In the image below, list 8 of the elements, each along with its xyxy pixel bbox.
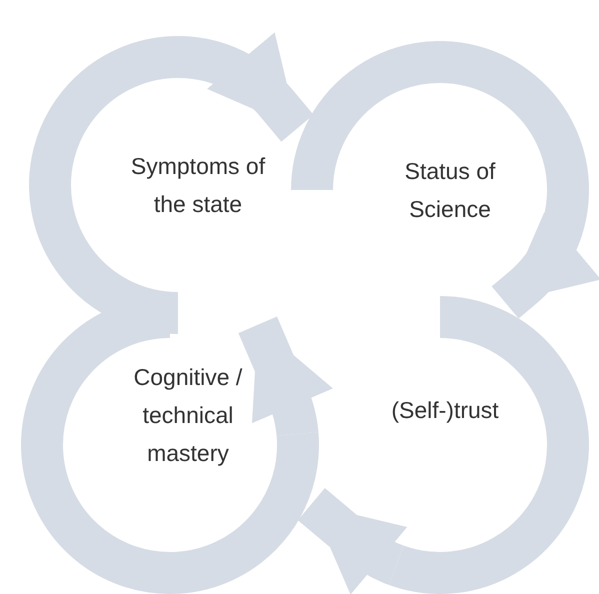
node-label: Cognitive / technical mastery (132, 363, 244, 468)
node-label: (Self-)trust (390, 396, 500, 425)
node-label: Symptoms of the state (130, 152, 266, 219)
arrow (238, 316, 334, 437)
arrow (207, 32, 314, 142)
arrow (298, 488, 408, 594)
node-label: Status of Science (404, 157, 496, 224)
arrow (492, 212, 599, 318)
